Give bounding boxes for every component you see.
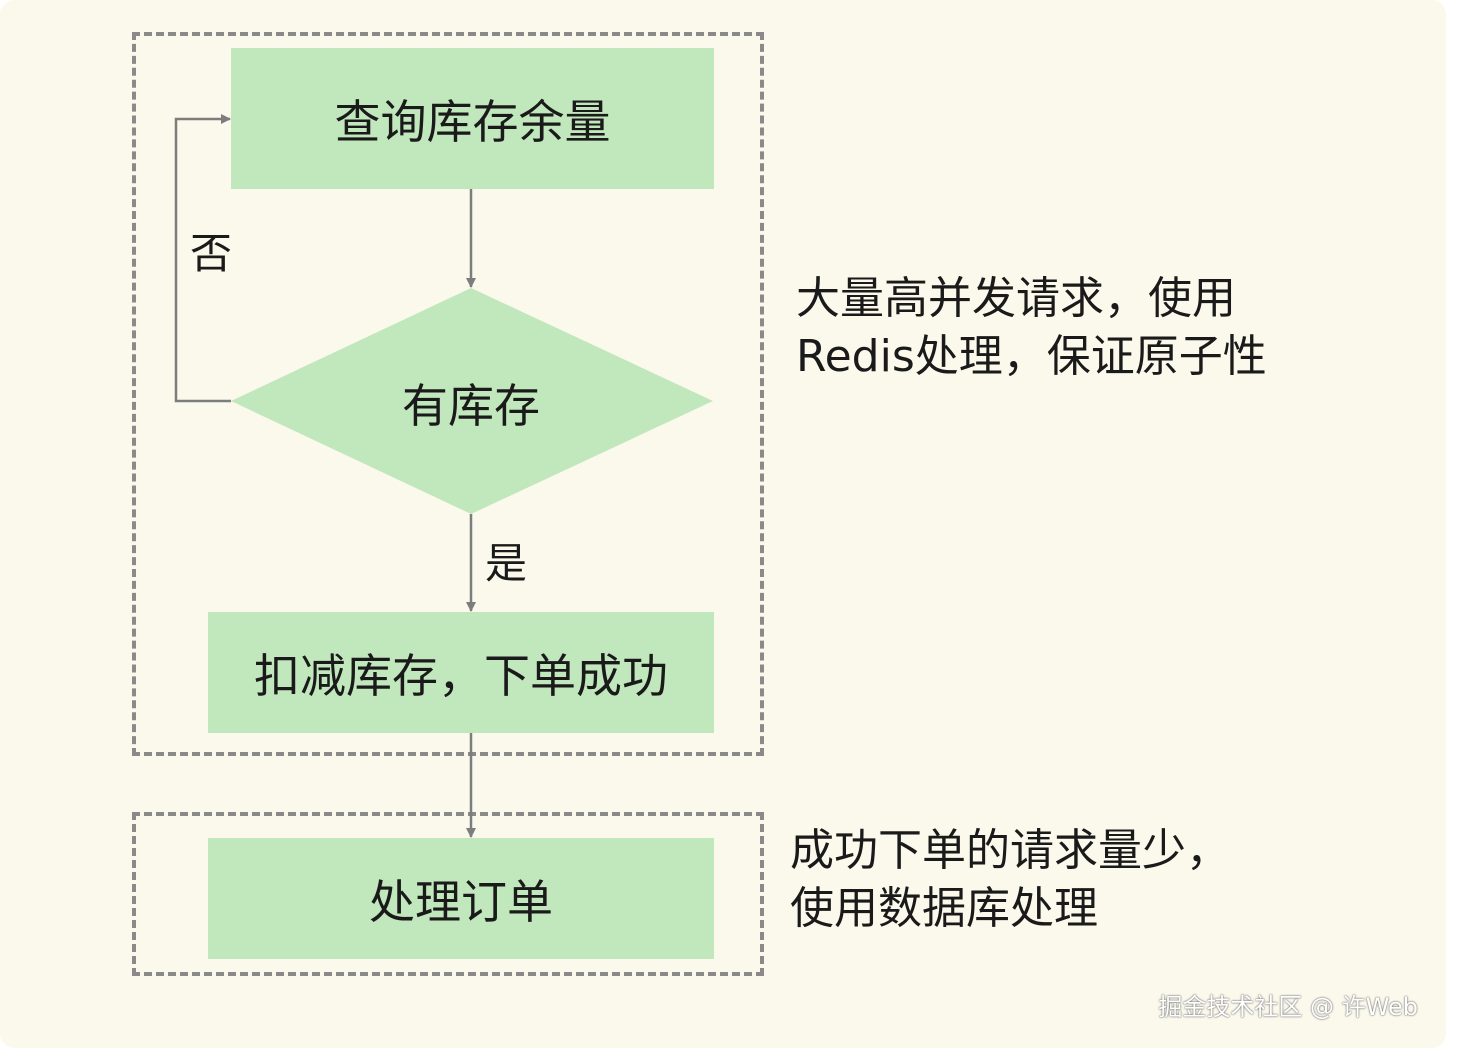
node-query-stock: 查询库存余量 [231, 48, 714, 189]
node-process-order-label: 处理订单 [369, 874, 553, 929]
redis-annotation-line2: Redis处理，保证原子性 [796, 331, 1267, 382]
node-has-stock-label: 有库存 [402, 379, 540, 433]
node-query-stock-label: 查询库存余量 [334, 94, 611, 149]
edge-label-no: 否 [190, 229, 233, 278]
redis-annotation: 大量高并发请求，使用 Redis处理，保证原子性 [796, 270, 1267, 386]
redis-group-boundary [132, 32, 764, 756]
arrow-no-loop [174, 114, 231, 403]
decision-diamond [231, 288, 713, 514]
database-annotation: 成功下单的请求量少， 使用数据库处理 [790, 822, 1230, 938]
edge-label-yes: 是 [485, 539, 528, 588]
node-deduct-stock: 扣减库存，下单成功 [208, 612, 714, 733]
redis-annotation-line1: 大量高并发请求，使用 [796, 273, 1236, 324]
database-group-boundary [132, 812, 764, 976]
database-annotation-line2: 使用数据库处理 [790, 883, 1098, 934]
watermark: 掘金技术社区 @ 许Web [1158, 993, 1418, 1021]
node-process-order: 处理订单 [208, 838, 714, 959]
database-annotation-line1: 成功下单的请求量少， [790, 825, 1230, 876]
node-deduct-stock-label: 扣减库存，下单成功 [254, 648, 668, 703]
